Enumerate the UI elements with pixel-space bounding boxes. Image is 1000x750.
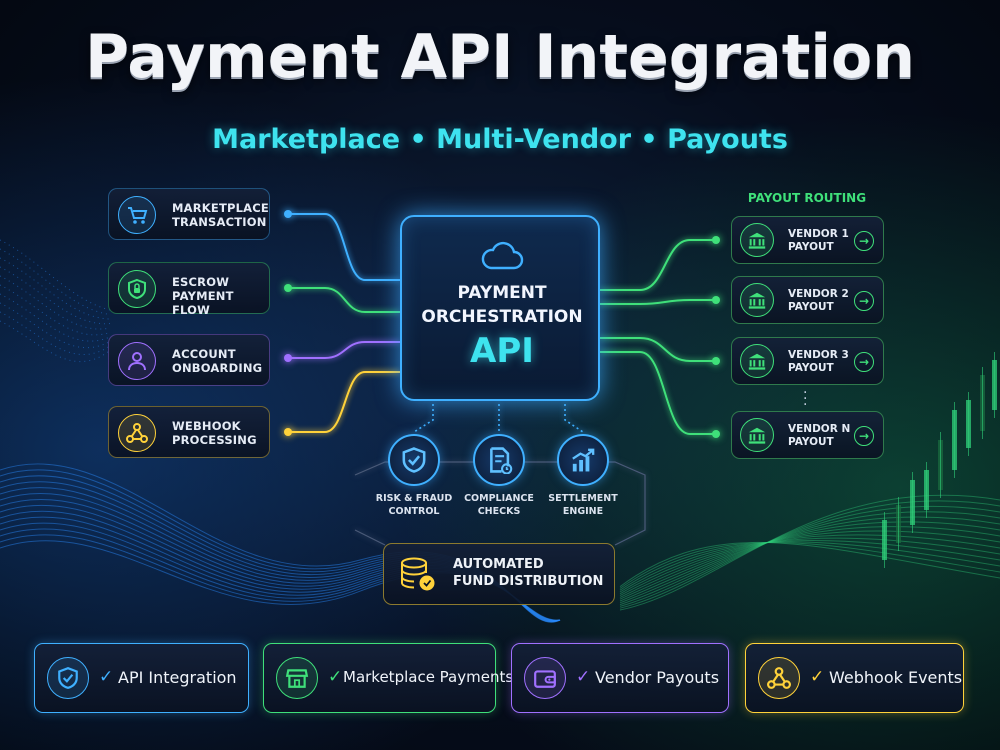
check-icon: ✓ xyxy=(576,667,591,687)
service-label-risk-fraud-control: RISK & FRAUD CONTROL xyxy=(375,493,453,517)
wallet-icon xyxy=(524,657,566,699)
bank-icon xyxy=(740,283,774,317)
user-icon xyxy=(118,342,156,380)
check-icon: ✓ xyxy=(810,667,825,687)
input-card-escrow-payment-flow[interactable]: ESCROW PAYMENT FLOW xyxy=(108,262,270,317)
feature-label: Marketplace Payments xyxy=(343,668,514,686)
fund-distribution-label: AUTOMATED FUND DISTRIBUTION xyxy=(453,557,604,589)
page-subtitle: Marketplace • Multi-Vendor • Payouts xyxy=(212,124,788,155)
feature-card-marketplace-payments[interactable]: ✓Marketplace Payments xyxy=(263,643,513,713)
vendor-card-3[interactable]: VENDOR 3 PAYOUT→ xyxy=(731,337,884,385)
vendor-label: VENDOR 1 PAYOUT xyxy=(788,228,849,253)
input-card-account-onboarding[interactable]: ACCOUNT ONBOARDING xyxy=(108,334,270,386)
input-card-label: MARKETPLACE TRANSACTION xyxy=(172,201,269,229)
shield-lock-icon xyxy=(118,270,156,308)
vendor-card-2[interactable]: VENDOR 2 PAYOUT→ xyxy=(731,276,884,324)
bank-icon xyxy=(740,344,774,378)
arrow-right-icon[interactable]: → xyxy=(854,426,874,446)
document-clock-icon[interactable] xyxy=(473,434,525,486)
webhook-icon xyxy=(118,414,156,452)
store-icon xyxy=(276,657,318,699)
arrow-right-icon[interactable]: → xyxy=(854,231,874,251)
input-card-label: ESCROW PAYMENT FLOW xyxy=(172,275,234,317)
vendor-ellipsis: ··· xyxy=(803,385,808,413)
chart-up-icon[interactable] xyxy=(557,434,609,486)
input-card-marketplace-transaction[interactable]: MARKETPLACE TRANSACTION xyxy=(108,188,270,240)
bank-icon xyxy=(740,418,774,452)
webhook-icon xyxy=(758,657,800,699)
feature-label: API Integration xyxy=(118,668,237,687)
vendor-label: VENDOR N PAYOUT xyxy=(788,423,851,448)
feature-label: Vendor Payouts xyxy=(595,668,720,687)
vendor-card-1[interactable]: VENDOR 1 PAYOUT→ xyxy=(731,216,884,264)
page-title: Payment API Integration xyxy=(85,22,915,92)
input-card-label: WEBHOOK PROCESSING xyxy=(172,419,257,447)
service-label-compliance-checks: COMPLIANCE CHECKS xyxy=(464,493,534,517)
vendor-label: VENDOR 2 PAYOUT xyxy=(788,288,849,313)
feature-card-vendor-payouts[interactable]: ✓Vendor Payouts xyxy=(511,643,729,713)
cart-icon xyxy=(118,196,156,234)
arrow-right-icon[interactable]: → xyxy=(854,352,874,372)
shield-check-icon[interactable] xyxy=(388,434,440,486)
api-box[interactable]: PAYMENT ORCHESTRATION API xyxy=(400,215,600,401)
feature-card-api-integration[interactable]: ✓API Integration xyxy=(34,643,249,713)
service-label-settlement-engine: SETTLEMENT ENGINE xyxy=(548,493,618,517)
fund-distribution-card[interactable] xyxy=(383,543,615,605)
cloud-icon xyxy=(481,241,524,270)
api-title-line3: API xyxy=(470,331,534,371)
bank-icon xyxy=(740,223,774,257)
feature-label: Webhook Events xyxy=(829,668,963,687)
arrow-right-icon[interactable]: → xyxy=(854,291,874,311)
check-icon: ✓ xyxy=(99,667,114,687)
vendor-label: VENDOR 3 PAYOUT xyxy=(788,349,849,374)
api-title-line2: ORCHESTRATION xyxy=(421,307,583,327)
shield-check-icon xyxy=(47,657,89,699)
input-card-label: ACCOUNT ONBOARDING xyxy=(172,347,263,375)
database-coin-icon xyxy=(401,557,435,591)
payout-routing-title: PAYOUT ROUTING xyxy=(747,191,867,205)
input-card-webhook-processing[interactable]: WEBHOOK PROCESSING xyxy=(108,406,270,458)
vendor-card-4[interactable]: VENDOR N PAYOUT→ xyxy=(731,411,884,459)
api-title-line1: PAYMENT xyxy=(457,283,547,303)
feature-card-webhook-events[interactable]: ✓Webhook Events xyxy=(745,643,964,713)
check-icon: ✓ xyxy=(328,667,343,687)
